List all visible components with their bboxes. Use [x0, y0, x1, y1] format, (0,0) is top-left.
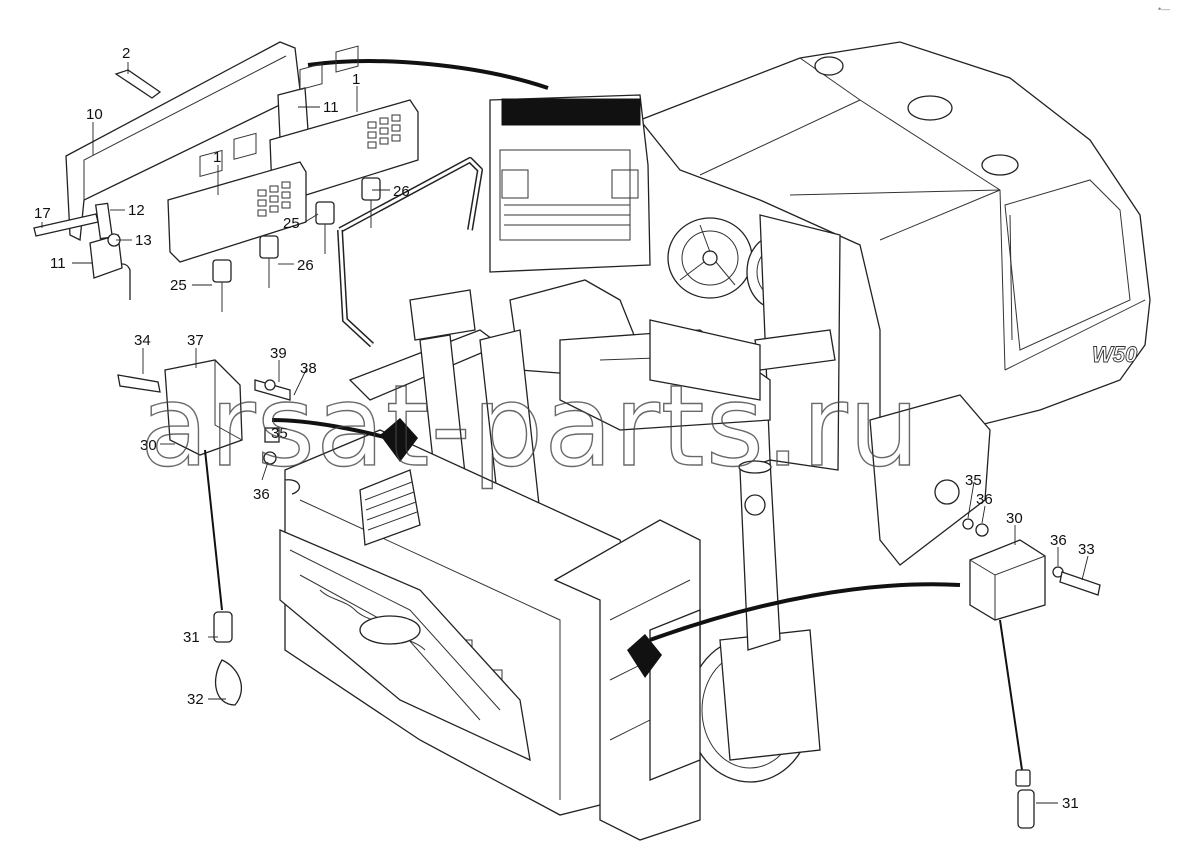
bolt-34	[117, 374, 161, 393]
callout-34: 34	[134, 332, 151, 349]
callout-12: 12	[128, 202, 145, 219]
cable-left	[204, 449, 223, 611]
connector-26-upper	[361, 177, 381, 201]
connectors	[212, 177, 381, 312]
fuel-cap	[814, 56, 844, 76]
washer-39	[264, 379, 276, 391]
junction-box-30-right	[969, 539, 1046, 621]
callout-39: 39	[270, 345, 287, 362]
connector-25-lower	[212, 259, 232, 283]
connector-31-right	[1017, 789, 1035, 829]
cable-to-panel	[307, 59, 549, 90]
callout-26-lower: 26	[297, 257, 314, 274]
hood-side-panel	[869, 394, 991, 566]
junction-box-left-assembly	[117, 359, 301, 706]
watermark: arsat-parts.ru	[140, 362, 921, 492]
control-desk-display	[501, 98, 641, 126]
callout-10: 10	[86, 106, 103, 123]
callout-labels: 2 1 10 11 1 26 17 12 13 25 11 26 25 34 3…	[34, 45, 1095, 812]
cable-to-box-left	[271, 418, 396, 442]
control-box-right	[269, 45, 419, 201]
callout-35-right: 35	[965, 472, 982, 489]
cover-assembly	[33, 41, 309, 300]
drum-wheel	[649, 609, 821, 783]
callout-1-upper: 1	[352, 71, 360, 88]
connector-25-upper	[315, 201, 335, 225]
bolt-33	[1059, 571, 1101, 596]
tank-cap	[981, 154, 1019, 176]
junction-box-right-assembly	[962, 518, 1101, 829]
callout-1-lower: 1	[213, 149, 221, 166]
warning-plate-right	[627, 634, 662, 678]
cable-to-box-right	[649, 582, 961, 642]
filler-cap	[907, 95, 953, 121]
callout-36-right-b: 36	[1050, 532, 1067, 549]
callout-31-right: 31	[1062, 795, 1079, 812]
callout-17: 17	[34, 205, 51, 222]
callout-36-right: 36	[976, 491, 993, 508]
washer-36-right-a	[975, 523, 989, 537]
control-box-left	[167, 132, 307, 263]
engine-hood: W50	[638, 41, 1151, 441]
clip	[284, 479, 301, 495]
nut-35-right	[962, 518, 974, 530]
callout-38: 38	[300, 360, 317, 377]
grate-plate	[359, 469, 421, 546]
callout-35-left: 35	[271, 425, 288, 442]
leader-lines	[41, 62, 1089, 804]
operator-platform	[509, 279, 771, 431]
callout-11-upper: 11	[323, 99, 339, 116]
callout-25-upper: 25	[283, 215, 300, 232]
machine-badge: W50	[1092, 342, 1138, 367]
callout-26-upper: 26	[393, 183, 410, 200]
callout-30-left: 30	[140, 437, 157, 454]
callout-11-lower: 11	[50, 255, 66, 272]
callout-30-right: 30	[1006, 510, 1023, 527]
callout-25-lower: 25	[170, 277, 187, 294]
plug-32	[214, 659, 242, 706]
callout-31-left: 31	[183, 629, 200, 646]
conveyor	[279, 529, 531, 762]
corner-mark: •—	[1158, 4, 1170, 14]
callout-13: 13	[135, 232, 152, 249]
callout-36-left: 36	[253, 486, 270, 503]
bolt-17	[33, 213, 99, 237]
logo-emblem	[934, 479, 960, 505]
callout-2: 2	[122, 45, 130, 62]
connector-31-left	[213, 611, 233, 643]
warning-plate-left	[380, 418, 418, 462]
callout-33: 33	[1078, 541, 1095, 558]
callout-32: 32	[187, 691, 204, 708]
bolt-2	[114, 69, 162, 99]
callout-37: 37	[187, 332, 204, 349]
connector-26-lower	[259, 235, 279, 259]
control-desk	[489, 94, 651, 273]
arm-bracket	[409, 289, 476, 341]
cable-right	[999, 619, 1023, 771]
washer-36-left	[263, 451, 277, 465]
